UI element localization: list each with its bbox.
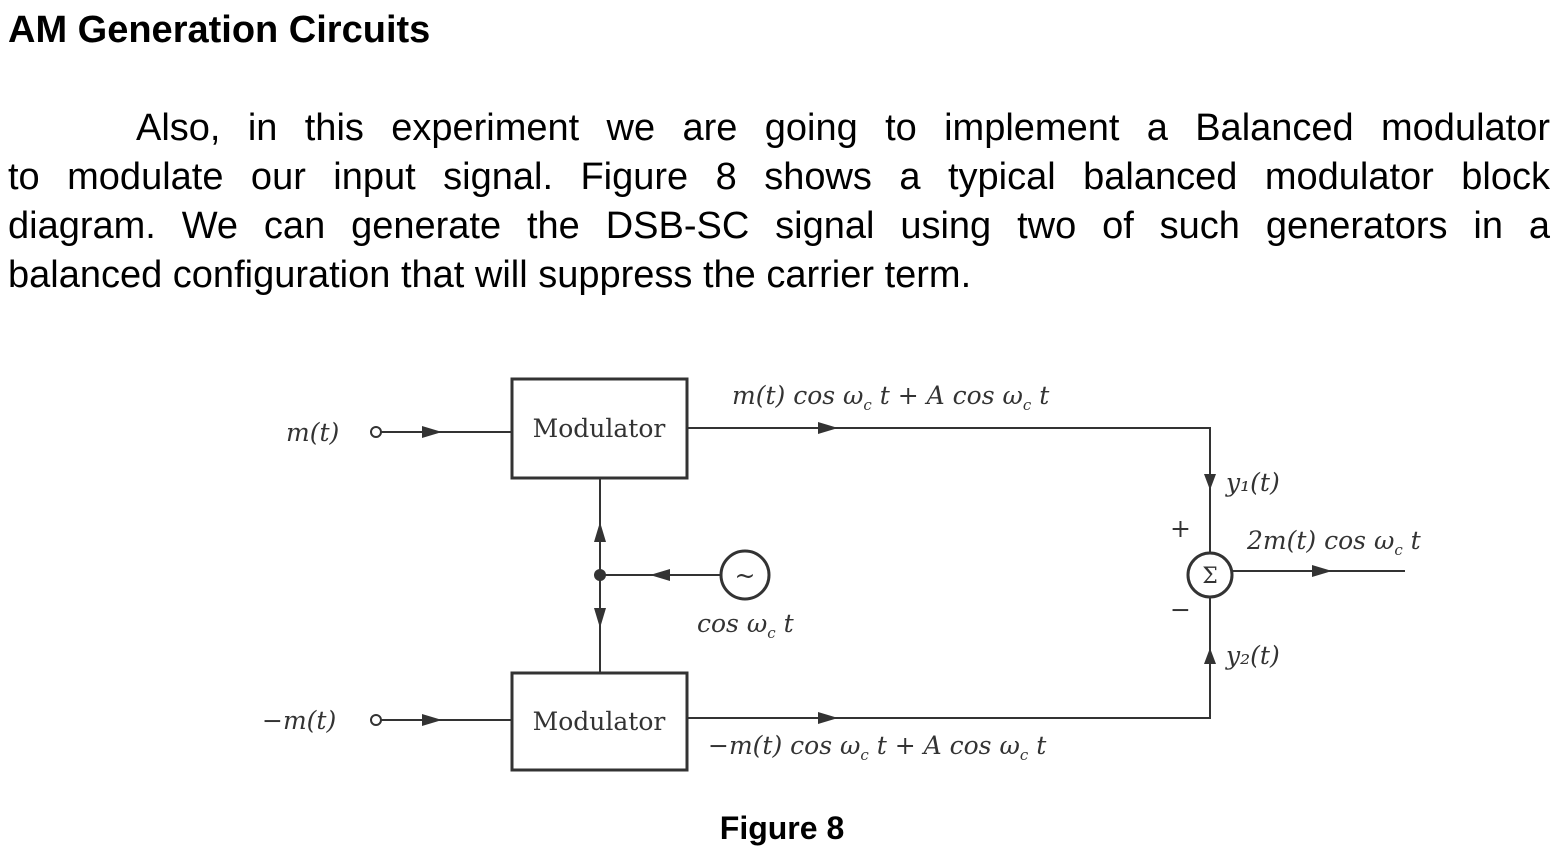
input-terminal-bottom <box>370 714 382 726</box>
section-heading: AM Generation Circuits <box>8 9 431 51</box>
paragraph-line: Also, in this experiment we are going to… <box>136 107 1550 149</box>
y2-label: y₂(t) <box>1225 641 1280 670</box>
paragraph-line: balanced configuration that will suppres… <box>8 254 972 296</box>
modulator-bottom-label: Modulator <box>533 707 666 736</box>
arrow-result <box>1312 565 1332 577</box>
arrow-output-top <box>818 422 838 434</box>
arrow-input-bottom <box>422 714 442 726</box>
input-label-top: m(t) <box>286 418 339 447</box>
oscillator-symbol: ~ <box>735 561 756 590</box>
input-label-bottom: −m(t) <box>262 706 336 735</box>
arrow-carrier-up <box>594 522 606 542</box>
wire-output-bottom <box>687 597 1211 719</box>
paragraph-line: diagram. We can generate the DSB-SC sign… <box>8 205 1550 247</box>
summer-symbol: Σ <box>1202 564 1218 589</box>
wire-output-top <box>687 427 1211 553</box>
arrow-y1 <box>1204 474 1216 490</box>
summer-plus-sign: + <box>1170 514 1191 543</box>
modulator-top-box <box>510 377 689 480</box>
summer-minus-sign: − <box>1170 595 1191 624</box>
arrow-oscillator <box>650 569 670 581</box>
y1-label: y₁(t) <box>1225 468 1280 497</box>
modulator-bottom-box <box>510 671 689 772</box>
arrow-input-top <box>422 426 442 438</box>
summer-icon <box>1186 551 1234 599</box>
arrow-y2 <box>1204 648 1216 664</box>
top-output-expression: m(t) cos ωc t + A cos ωc t <box>732 381 1050 414</box>
result-expression: 2m(t) cos ωc t <box>1246 526 1422 559</box>
input-terminal-top <box>370 426 382 438</box>
oscillator-icon <box>719 549 771 601</box>
arrow-output-bottom <box>818 712 838 724</box>
arrow-carrier-down <box>594 608 606 628</box>
modulator-top-label: Modulator <box>533 414 666 443</box>
paragraph-line: to modulate our input signal. Figure 8 s… <box>8 156 1550 198</box>
bottom-output-expression: −m(t) cos ωc t + A cos ωc t <box>708 731 1047 764</box>
figure-caption: Figure 8 <box>719 810 845 846</box>
oscillator-label: cos ωc t <box>697 609 795 642</box>
body-paragraph: Also, in this experiment we are going to… <box>8 104 1550 300</box>
